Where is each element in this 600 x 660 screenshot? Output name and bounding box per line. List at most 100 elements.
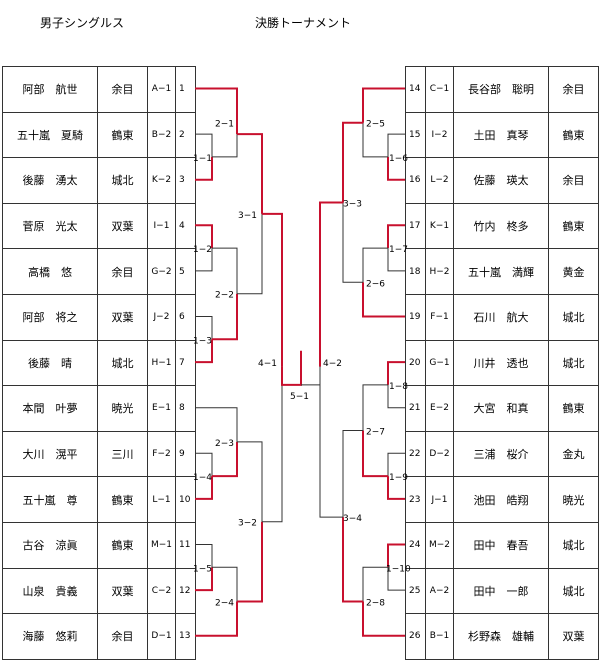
match-label: 4−1 xyxy=(258,359,277,369)
player-code: E−1 xyxy=(147,385,176,432)
winner-path xyxy=(212,441,238,478)
winner-path xyxy=(362,87,405,123)
bracket-line xyxy=(387,452,405,477)
player-school: 暁光 xyxy=(97,385,148,432)
player-name: 古谷 涼眞 xyxy=(2,521,98,569)
winner-path xyxy=(195,156,213,181)
match-label: 1−4 xyxy=(193,473,212,483)
bracket-line xyxy=(342,430,363,518)
player-school: 城北 xyxy=(548,567,599,615)
match-label: 1−9 xyxy=(389,473,408,483)
player-school: 三川 xyxy=(97,430,148,478)
match-label: 1−10 xyxy=(386,564,411,574)
bracket-line xyxy=(362,384,388,431)
winner-path xyxy=(262,212,283,367)
player-seed: 11 xyxy=(175,521,196,569)
bracket-line xyxy=(195,316,213,340)
bracket-line xyxy=(195,133,213,157)
player-school: 余目 xyxy=(548,66,599,113)
winner-path xyxy=(319,201,343,367)
winner-path xyxy=(362,601,405,637)
bracket-line xyxy=(212,566,238,602)
match-label: 2−2 xyxy=(215,291,234,301)
bracket-line xyxy=(195,248,213,272)
winner-path xyxy=(212,293,238,341)
player-school: 鶴東 xyxy=(548,202,599,250)
match-label: 2−6 xyxy=(366,279,385,289)
match-label: 2−4 xyxy=(215,599,234,609)
player-name: 田中 一郎 xyxy=(453,567,549,615)
match-label: 2−1 xyxy=(215,120,234,130)
match-label: 3−2 xyxy=(238,519,257,529)
bracket-line xyxy=(237,441,263,522)
match-label: 2−5 xyxy=(366,120,385,130)
player-school: 金丸 xyxy=(548,430,599,478)
match-label: 1−8 xyxy=(389,382,408,392)
match-label: 1−3 xyxy=(193,336,212,346)
bracket-line xyxy=(195,407,238,442)
match-label: 3−4 xyxy=(343,514,362,524)
round-title: 決勝トーナメント xyxy=(255,16,352,30)
winner-path xyxy=(342,517,363,603)
player-code: I−1 xyxy=(147,202,176,250)
bracket-line xyxy=(195,452,213,477)
match-label: 1−6 xyxy=(389,154,408,164)
winner-path xyxy=(362,430,388,478)
player-name: 海藤 悠莉 xyxy=(2,613,98,660)
player-school: 黄金 xyxy=(548,248,599,295)
player-school: 城北 xyxy=(548,293,599,341)
player-name: 五十嵐 尊 xyxy=(2,476,98,523)
player-name: 池田 皓翔 xyxy=(453,476,549,523)
bracket-line xyxy=(195,544,213,568)
winner-path xyxy=(195,476,213,500)
player-school: 城北 xyxy=(548,339,599,387)
division-title: 男子シングルス xyxy=(40,16,125,30)
player-seed: 9 xyxy=(175,430,196,478)
player-school: 城北 xyxy=(97,157,148,204)
player-name: 杉野森 雄輔 xyxy=(453,613,549,660)
bracket-line xyxy=(387,248,405,272)
player-code: H−2 xyxy=(425,248,454,295)
winner-path xyxy=(195,87,238,135)
bracket-line xyxy=(387,384,405,409)
match-label: 1−2 xyxy=(193,245,212,255)
player-school: 城北 xyxy=(548,521,599,569)
player-school: 双葉 xyxy=(548,613,599,660)
bracket-line xyxy=(237,213,263,295)
match-label: 3−3 xyxy=(343,200,362,210)
player-code: G−1 xyxy=(425,339,454,387)
match-label: 4−2 xyxy=(323,359,342,369)
winner-path xyxy=(195,601,238,637)
player-name: 五十嵐 満輝 xyxy=(453,248,549,295)
bracket-line xyxy=(319,366,343,518)
player-school: 鶴東 xyxy=(548,111,599,159)
player-school: 暁光 xyxy=(548,476,599,523)
winner-path xyxy=(387,543,405,568)
player-school: 鶴東 xyxy=(548,385,599,432)
player-code: H−1 xyxy=(147,339,176,387)
bracket-line xyxy=(262,366,283,523)
bracket-line xyxy=(387,567,405,591)
player-name: 本間 叶夢 xyxy=(2,385,98,432)
winner-path xyxy=(195,224,213,249)
winner-path xyxy=(387,361,405,385)
